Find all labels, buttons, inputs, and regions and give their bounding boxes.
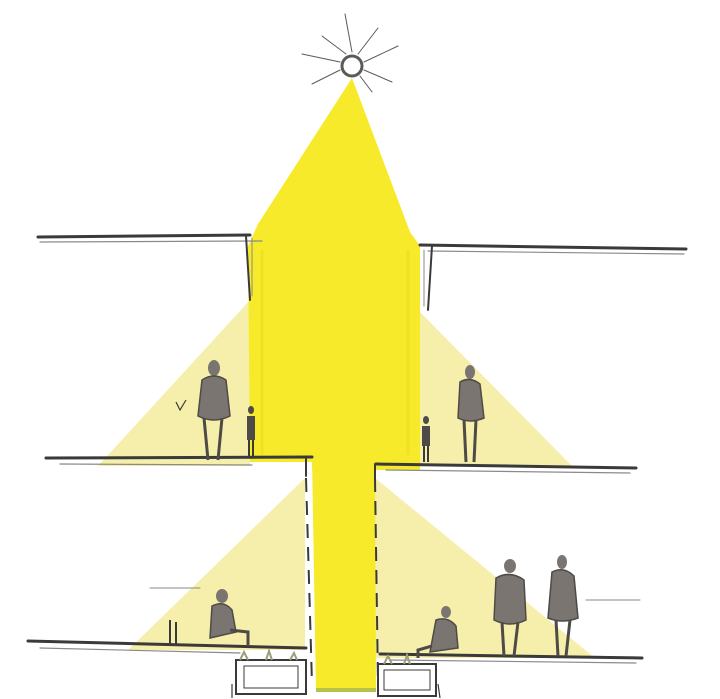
upper-right-light-cone xyxy=(420,312,572,466)
light-beam-upper xyxy=(248,78,420,470)
planter-right xyxy=(378,655,436,696)
planter-left xyxy=(236,651,306,694)
upper-left-light-cone xyxy=(98,300,250,466)
sun-icon xyxy=(302,14,398,92)
light-beam-shaft xyxy=(312,458,376,690)
